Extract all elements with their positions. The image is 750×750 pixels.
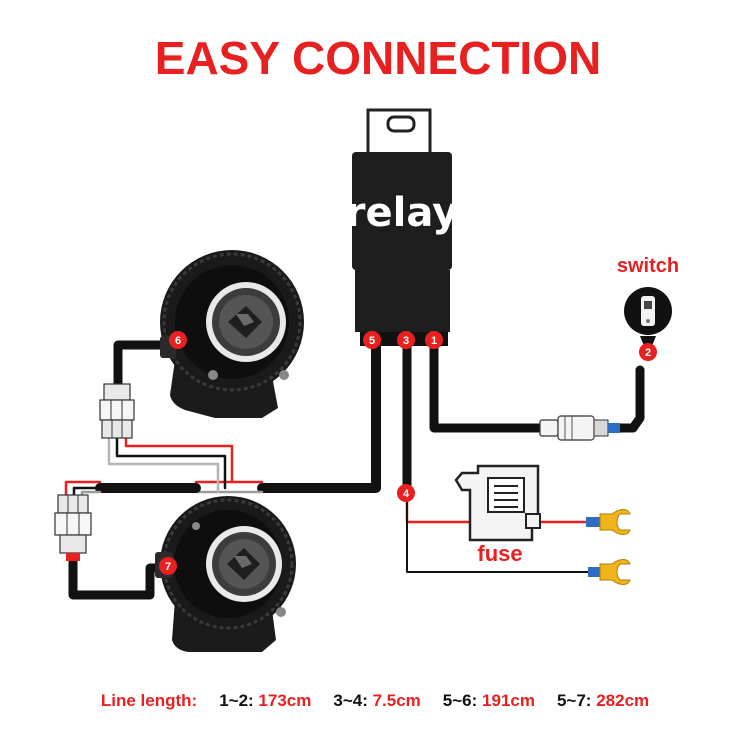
fog-light-7: [155, 496, 296, 652]
terminal-badge-1: 1: [425, 331, 443, 349]
line-length-item-5-7: 5~7: 282cm: [556, 691, 650, 710]
wire-5-harness: [257, 340, 381, 493]
terminal-badge-2: 2: [639, 343, 657, 361]
inline-connector: [539, 415, 620, 441]
switch: switch: [617, 255, 679, 346]
page-title: EASY CONNECTION: [155, 32, 601, 84]
svg-text:5: 5: [369, 335, 375, 347]
fuse-label: fuse: [477, 541, 522, 566]
svg-text:4: 4: [403, 488, 410, 500]
svg-text:7: 7: [165, 561, 171, 573]
fuse-red-wire: [405, 498, 472, 524]
line-length-label: Line length:: [100, 691, 198, 710]
terminal-badge-4: 4: [397, 484, 415, 502]
wire-1-to-2: [429, 340, 545, 433]
line-length-item-1-2: 1~2: 173cm: [219, 691, 312, 710]
ground-fork-icon: [588, 559, 631, 585]
line-length-item-3-4: 3~4: 7.5cm: [333, 691, 421, 710]
fog-light-6: [160, 250, 304, 418]
wiring: [64, 340, 645, 600]
terminal-badge-7: 7: [159, 557, 177, 575]
line-length-item-5-6: 5~6: 191cm: [442, 691, 535, 710]
line-length-legend: Line length: 1~2: 173cm 3~4: 7.5cm 5~6: …: [0, 686, 750, 716]
svg-text:2: 2: [645, 347, 651, 359]
terminal-badge-5: 5: [363, 331, 381, 349]
svg-text:1: 1: [431, 335, 437, 347]
svg-text:6: 6: [175, 335, 181, 347]
relay-label: relay: [346, 190, 458, 236]
switch-label: switch: [617, 255, 679, 277]
relay: relay: [346, 108, 458, 346]
svg-text:3: 3: [403, 335, 409, 347]
fuse-holder: fuse: [454, 464, 541, 566]
ground-wire: [406, 499, 591, 573]
plug-connector-lower: [54, 494, 92, 561]
terminal-badge-6: 6: [169, 331, 187, 349]
plug-connector-upper: [99, 383, 135, 439]
terminal-badge-3: 3: [397, 331, 415, 349]
positive-fork-icon: [586, 509, 631, 535]
terminal-badges: 1 2 3 4 5 6 7: [159, 331, 657, 575]
fork-terminals: [586, 509, 631, 585]
